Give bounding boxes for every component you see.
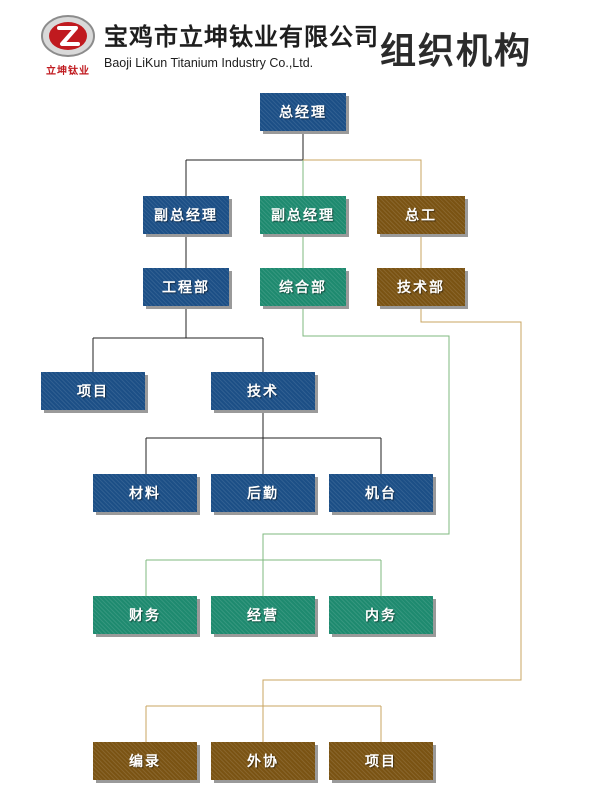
node-technology: 技术: [211, 372, 315, 410]
node-chief-engineer: 总工: [377, 196, 465, 234]
node-tech-projects: 项目: [329, 742, 433, 780]
logo-text: 立坤钛业: [46, 66, 90, 77]
black-connectors: [92, 131, 382, 474]
node-general-dept: 综合部: [260, 268, 346, 306]
company-name-cn: 宝鸡市立坤钛业有限公司: [104, 23, 379, 51]
header: 立坤钛业 宝鸡市立坤钛业有限公司 Baoji LiKun Titanium In…: [0, 0, 590, 80]
company-logo: [41, 15, 95, 57]
node-vice-gm-left: 副总经理: [143, 196, 229, 234]
page-title: 组织机构: [380, 31, 533, 72]
node-external-coop: 外协: [211, 742, 315, 780]
node-logistics: 后勤: [211, 474, 315, 512]
company-name-en: Baoji LiKun Titanium Industry Co.,Ltd.: [104, 56, 314, 70]
node-finance: 财务: [93, 596, 197, 634]
node-technical-dept: 技术部: [377, 268, 465, 306]
node-materials: 材料: [93, 474, 197, 512]
node-machines: 机台: [329, 474, 433, 512]
node-internal-affairs: 内务: [329, 596, 433, 634]
node-projects: 项目: [41, 372, 145, 410]
node-operations: 经营: [211, 596, 315, 634]
node-engineering-dept: 工程部: [143, 268, 229, 306]
node-ceo: 总经理: [260, 93, 346, 131]
node-editing: 编录: [93, 742, 197, 780]
green-connectors: [145, 160, 450, 596]
node-vice-gm-mid: 副总经理: [260, 196, 346, 234]
brown-connectors: [145, 159, 522, 742]
